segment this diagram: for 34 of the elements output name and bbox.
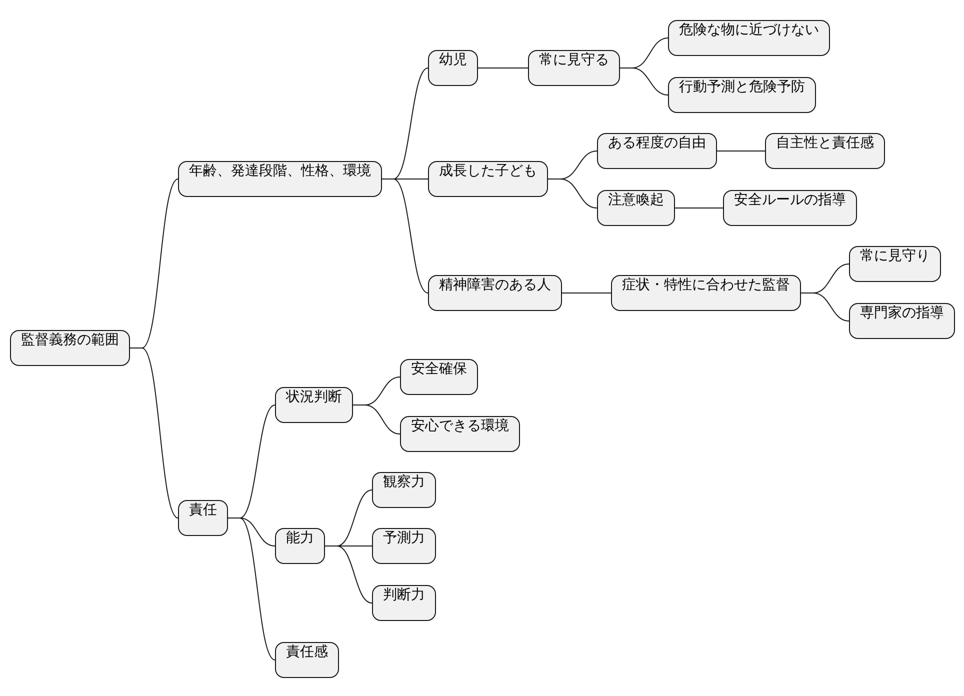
topic-box: 判断力 bbox=[372, 585, 436, 621]
topic-box: 症状・特性に合わせた監督 bbox=[611, 275, 801, 311]
topic-box: 観察力 bbox=[372, 472, 436, 508]
connector-line bbox=[382, 178, 428, 294]
topic-box: 精神障害のある人 bbox=[428, 275, 562, 311]
topic-box: 成長した子ども bbox=[428, 161, 548, 197]
topic-box: 自主性と責任感 bbox=[765, 133, 885, 169]
topic-box: 常に見守り bbox=[849, 246, 941, 282]
topic-box: 年齢、発達段階、性格、環境 bbox=[178, 161, 382, 197]
connector-line bbox=[130, 348, 178, 518]
connector-line bbox=[562, 292, 612, 294]
topic-box: 幼児 bbox=[428, 50, 478, 86]
connector-line bbox=[716, 150, 766, 152]
topic-box: 専門家の指導 bbox=[849, 303, 955, 339]
topic-box: 安全ルールの指導 bbox=[723, 190, 857, 226]
topic-box: 監督義務の範囲 bbox=[10, 330, 130, 366]
connector-line bbox=[548, 178, 598, 208]
topic-box: 常に見守る bbox=[528, 50, 620, 86]
topic-box: 責任感 bbox=[275, 642, 339, 678]
connector-line bbox=[800, 292, 850, 322]
topic-box: 安心できる環境 bbox=[400, 416, 520, 452]
topic-box: 責任 bbox=[178, 500, 228, 536]
connector-line bbox=[324, 546, 372, 604]
topic-box: 注意喚起 bbox=[597, 190, 675, 226]
topic-box: 能力 bbox=[275, 528, 325, 564]
topic-box: 行動予測と危険予防 bbox=[668, 77, 816, 113]
topic-box: 安全確保 bbox=[400, 359, 478, 395]
topic-box: 状況判断 bbox=[275, 387, 353, 423]
connector-line bbox=[228, 518, 276, 660]
topic-box: ある程度の自由 bbox=[597, 133, 717, 169]
topic-box: 予測力 bbox=[372, 528, 436, 564]
topic-box: 危険な物に近づけない bbox=[668, 20, 830, 56]
connector-line bbox=[620, 68, 668, 96]
connector-line bbox=[352, 404, 400, 434]
